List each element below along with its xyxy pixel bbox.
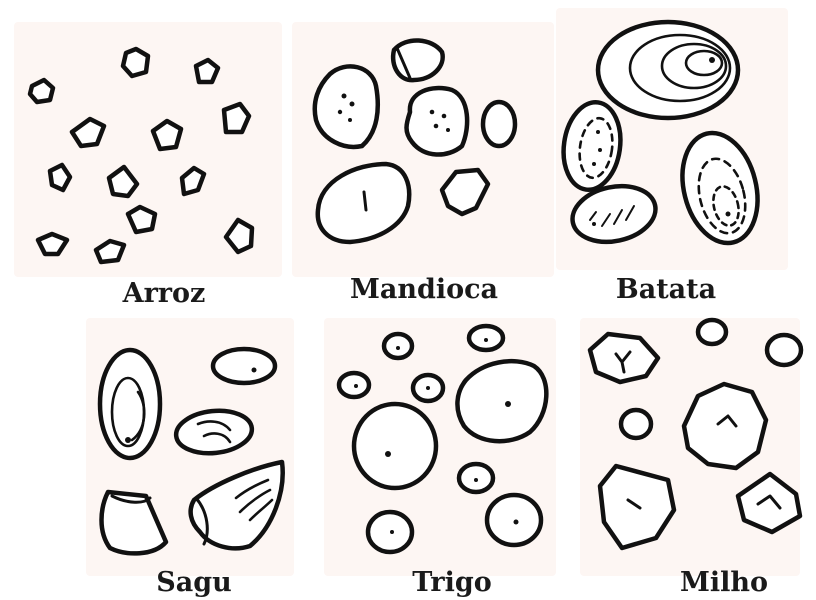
grain	[621, 410, 651, 438]
label-milho: Milho	[680, 567, 768, 598]
label-arroz: Arroz	[122, 278, 206, 309]
grain	[339, 373, 369, 397]
grain	[196, 60, 218, 82]
grain	[487, 495, 541, 545]
grain	[123, 49, 148, 76]
grain	[457, 361, 546, 441]
label-mandioca: Mandioca	[350, 274, 498, 305]
grain	[224, 104, 249, 132]
grain	[767, 335, 801, 365]
hilum	[364, 192, 366, 210]
label-trigo: Trigo	[412, 567, 492, 598]
grain	[213, 349, 275, 383]
label-batata: Batata	[616, 274, 716, 305]
grain	[698, 320, 726, 344]
label-sagu: Sagu	[156, 567, 232, 598]
grain	[315, 66, 378, 146]
grain	[393, 40, 443, 80]
grain	[50, 165, 70, 190]
grain	[354, 404, 436, 488]
grain	[684, 384, 766, 468]
grain	[407, 88, 468, 155]
grain	[30, 80, 53, 102]
grain	[128, 207, 155, 232]
grain	[483, 102, 515, 146]
